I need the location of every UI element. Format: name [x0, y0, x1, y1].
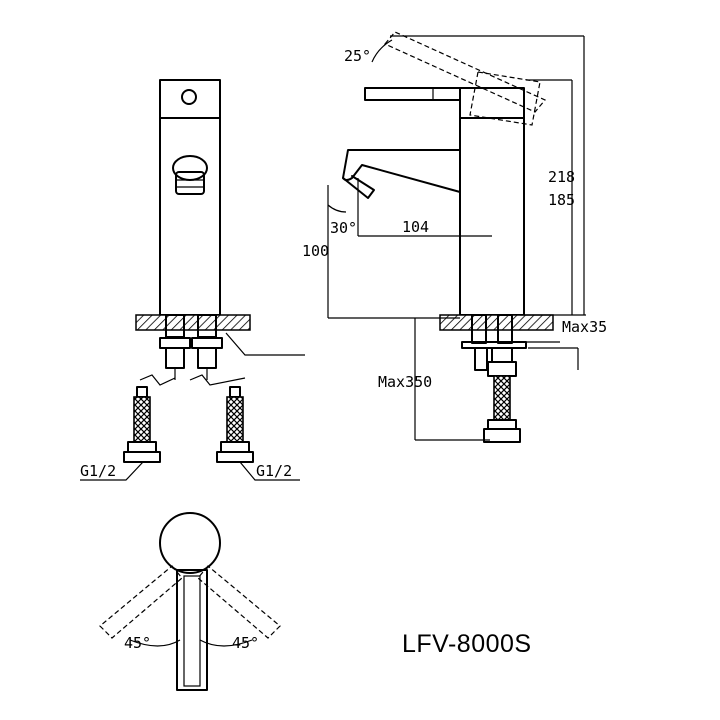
front-view [80, 79, 305, 481]
thread-left-label: G1/2 [80, 462, 116, 480]
handle-angle-label: 25° [344, 47, 371, 65]
body-height-label: 185 [548, 191, 575, 209]
top-view [99, 512, 281, 691]
thread-right-label: G1/2 [256, 462, 292, 480]
rotation-right-label: 45° [232, 634, 259, 652]
spout-height-label: 100 [302, 242, 329, 260]
side-view [327, 31, 586, 443]
rotation-left-label: 45° [124, 634, 151, 652]
model-number: LFV-8000S [402, 630, 532, 658]
total-height-label: 218 [548, 168, 575, 186]
deck-thickness-label: Max35 [562, 318, 607, 336]
spout-reach-label: 104 [402, 218, 429, 236]
hose-length-label: Max350 [378, 373, 432, 391]
spout-angle-label: 30° [330, 219, 357, 237]
